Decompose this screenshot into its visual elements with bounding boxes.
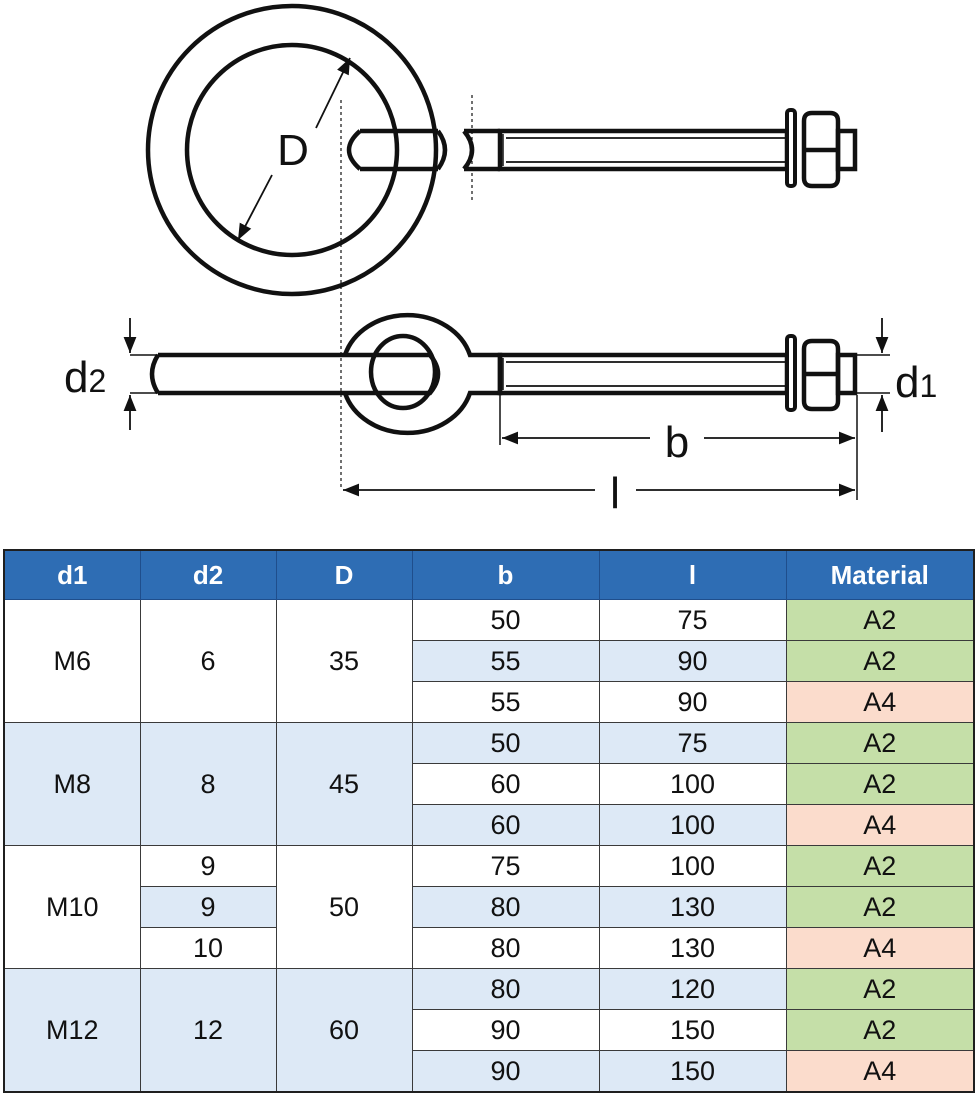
table-row: M12 12 60 80 120 A2 <box>3 968 975 1093</box>
side-rod-end <box>835 352 858 396</box>
cell-D: 35 <box>275 599 413 723</box>
cell-b: 75 <box>411 845 600 887</box>
cell-d1: M10 <box>3 845 141 969</box>
header-l: l <box>598 549 787 600</box>
cell-l: 75 <box>598 722 787 764</box>
label-d2: d2 <box>64 353 106 402</box>
nut <box>801 110 841 189</box>
cell-d2: 9 <box>139 886 277 928</box>
cell-material: A2 <box>785 722 975 764</box>
header-b: b <box>411 549 600 600</box>
cell-material: A2 <box>785 763 975 805</box>
cell-l: 150 <box>598 1050 787 1093</box>
washer <box>785 108 797 188</box>
cell-d1: M8 <box>3 722 141 846</box>
cell-b: 60 <box>411 763 600 805</box>
side-eye <box>342 312 503 436</box>
cell-material: A2 <box>785 599 975 641</box>
ring-outer <box>145 3 439 297</box>
side-washer <box>785 334 797 412</box>
table-header-row: d1 d2 D b l Material <box>3 549 975 600</box>
cell-material: A4 <box>785 681 975 723</box>
cell-d2: 12 <box>139 968 277 1093</box>
top-view <box>145 3 858 297</box>
cell-b: 50 <box>411 599 600 641</box>
spec-table: d1 d2 D b l Material M6 6 35 50 75 A2 55… <box>3 549 975 1093</box>
cell-D: 45 <box>275 722 413 846</box>
cell-l: 100 <box>598 804 787 846</box>
header-d2: d2 <box>139 549 277 600</box>
cell-b: 80 <box>411 927 600 969</box>
table-row: 9 80 130 A2 <box>4 886 975 928</box>
rod-end <box>835 128 858 172</box>
cell-material: A2 <box>785 640 975 682</box>
table-row: 60 100 A2 <box>4 763 975 805</box>
cell-l: 130 <box>598 886 787 928</box>
cell-material: A2 <box>785 886 975 928</box>
cell-D: 60 <box>275 968 413 1093</box>
cell-l: 130 <box>598 927 787 969</box>
cell-b: 60 <box>411 804 600 846</box>
table-row: M6 6 35 50 75 A2 <box>3 599 975 723</box>
table-row: M8 8 45 50 75 A2 <box>3 722 975 846</box>
cell-b: 90 <box>411 1050 600 1093</box>
eye-bolt-technical-drawing: D d <box>64 3 937 518</box>
side-eye-hole <box>368 333 438 411</box>
cell-b: 80 <box>411 968 600 1010</box>
shank-body <box>462 128 500 172</box>
cell-l: 90 <box>598 640 787 682</box>
threaded-rod <box>497 128 790 172</box>
cell-material: A2 <box>785 1009 975 1051</box>
header-d1: d1 <box>3 549 141 600</box>
cell-material: A2 <box>785 968 975 1010</box>
cell-b: 90 <box>411 1009 600 1051</box>
cell-l: 90 <box>598 681 787 723</box>
cell-d2: 6 <box>139 599 277 723</box>
cell-b: 50 <box>411 722 600 764</box>
cell-d1: M12 <box>3 968 141 1093</box>
cell-b: 55 <box>411 640 600 682</box>
cell-material: A2 <box>785 845 975 887</box>
cell-l: 100 <box>598 845 787 887</box>
header-material: Material <box>785 549 975 600</box>
table-row: 90 150 A2 <box>4 1009 975 1051</box>
ring-inner <box>184 42 400 258</box>
cell-material: A4 <box>785 927 975 969</box>
side-nut <box>801 338 841 412</box>
cell-l: 150 <box>598 1009 787 1051</box>
table-row: M10 9 50 75 100 A2 <box>3 845 975 969</box>
cell-material: A4 <box>785 804 975 846</box>
cell-b: 55 <box>411 681 600 723</box>
table-row: 90 150 A4 <box>4 1050 975 1093</box>
label-b: b <box>665 418 689 467</box>
cell-D: 50 <box>275 845 413 969</box>
dimension-D-arrow <box>315 57 351 129</box>
shank-inside-ring <box>346 128 438 172</box>
cell-l: 100 <box>598 763 787 805</box>
label-l: l <box>610 469 620 518</box>
cell-d2: 10 <box>139 927 277 969</box>
side-shank-left <box>149 352 345 396</box>
table-row: 55 90 A2 <box>4 640 975 682</box>
cell-d2: 9 <box>139 845 277 887</box>
cell-d2: 8 <box>139 722 277 846</box>
cell-l: 120 <box>598 968 787 1010</box>
side-view <box>123 312 890 500</box>
label-d1: d1 <box>895 358 937 407</box>
label-D: D <box>277 126 309 175</box>
cell-b: 80 <box>411 886 600 928</box>
table-row: 55 90 A4 <box>4 681 975 723</box>
table-row: 10 80 130 A4 <box>4 927 975 969</box>
side-threaded-rod <box>497 352 790 396</box>
header-D: D <box>275 549 413 600</box>
shank-outer <box>436 129 448 171</box>
cell-d1: M6 <box>3 599 141 723</box>
cell-material: A4 <box>785 1050 975 1093</box>
cell-l: 75 <box>598 599 787 641</box>
